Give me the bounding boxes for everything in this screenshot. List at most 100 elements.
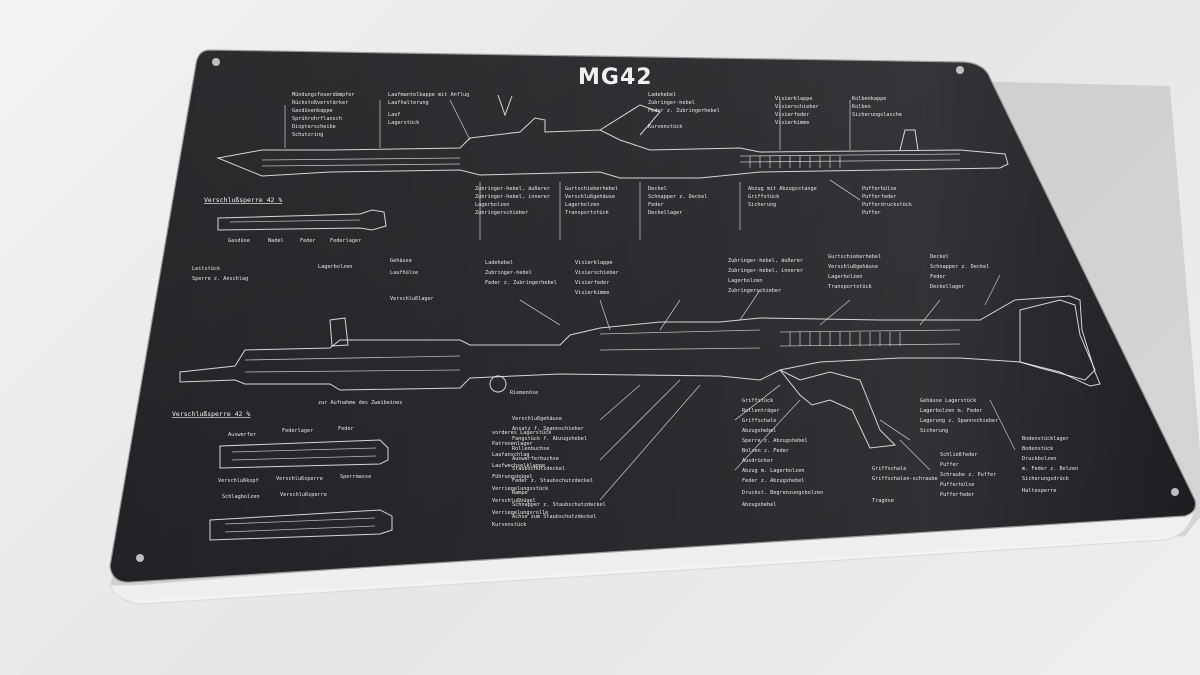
labels-lower-3: Griffstück Rollenträger Griffschale Abzu…: [742, 398, 823, 508]
svg-text:Abzug mit Abzugsstange: Abzug mit Abzugsstange: [748, 186, 817, 192]
svg-text:Verschlußgehäuse: Verschlußgehäuse: [512, 416, 562, 422]
main-gun-blueprint: [179, 295, 1101, 449]
svg-text:Verschlußbügel: Verschlußbügel: [492, 498, 536, 504]
svg-text:Feder: Feder: [338, 426, 354, 432]
svg-text:Schraube z. Puffer: Schraube z. Puffer: [940, 472, 996, 478]
svg-text:Feder z. Abzugshebel: Feder z. Abzugshebel: [742, 478, 804, 484]
svg-text:Schnapper z. Deckel: Schnapper z. Deckel: [930, 264, 989, 270]
svg-text:Verschlußgehäuse: Verschlußgehäuse: [828, 264, 878, 270]
svg-text:Visierklappe: Visierklappe: [575, 260, 612, 266]
svg-text:Gasdüse: Gasdüse: [228, 238, 250, 244]
svg-text:Schlagbolzen: Schlagbolzen: [222, 494, 259, 500]
svg-text:Feder z. Staubschutzdeckel: Feder z. Staubschutzdeckel: [512, 478, 593, 484]
svg-text:Griffstück: Griffstück: [742, 398, 774, 404]
svg-text:vorderes Lagerstück: vorderes Lagerstück: [492, 430, 552, 436]
svg-text:Puffer: Puffer: [862, 210, 881, 216]
svg-text:Kolbenkappe: Kolbenkappe: [852, 96, 886, 102]
svg-text:Federlager: Federlager: [330, 238, 361, 244]
svg-text:Griffstück: Griffstück: [748, 194, 780, 200]
labels-top-under-2: Gurtschieberhebel Verschlußgehäuse Lager…: [565, 186, 618, 216]
svg-text:zur Aufnahme des Zweibeines: zur Aufnahme des Zweibeines: [318, 400, 402, 406]
labels-top-under-1: Zubringer-hebel, äußerer Zubringer-hebel…: [475, 186, 550, 216]
svg-text:Visierklappe: Visierklappe: [775, 96, 812, 102]
svg-text:Ladehebel: Ladehebel: [648, 92, 676, 98]
svg-text:Ansatz f. Spannschieber: Ansatz f. Spannschieber: [512, 426, 584, 432]
section-verschluss-top: Verschlußsperre 42 %: [204, 196, 282, 204]
svg-text:Pufferdruckstück: Pufferdruckstück: [862, 202, 913, 208]
labels-lower-2: vorderes Lagerstück Patronenlager Laufan…: [492, 430, 552, 528]
svg-text:Pufferhülse: Pufferhülse: [862, 186, 896, 192]
mount-hole: [136, 554, 144, 562]
svg-text:Deckellager: Deckellager: [930, 284, 964, 290]
svg-text:Kurvenstück: Kurvenstück: [648, 124, 683, 130]
svg-text:Transportstück: Transportstück: [565, 210, 610, 216]
svg-text:Schnapper z. Deckel: Schnapper z. Deckel: [648, 194, 707, 200]
labels-top-under-5: Pufferhülse Pufferfeder Pufferdruckstück…: [862, 186, 913, 216]
svg-text:Haltesperre: Haltesperre: [1022, 488, 1056, 494]
svg-text:Rollenträger: Rollenträger: [742, 408, 779, 414]
svg-text:Laufanschlag: Laufanschlag: [492, 452, 529, 458]
labels-top-3: Ladehebel Zubringer-hebel Feder z. Zubri…: [648, 92, 720, 130]
svg-text:Zubringerschieber: Zubringerschieber: [728, 288, 781, 294]
svg-text:Schnapper z. Staubschutzdeckel: Schnapper z. Staubschutzdeckel: [512, 502, 606, 508]
svg-text:Verschlußgehäuse: Verschlußgehäuse: [565, 194, 615, 200]
section-riemen-label: Riemenöse: [510, 390, 538, 396]
svg-text:Mündungsfeuerdämpfer: Mündungsfeuerdämpfer: [292, 92, 354, 98]
svg-text:Schutzring: Schutzring: [292, 132, 323, 138]
svg-text:Sperre z. Abzugshebel: Sperre z. Abzugshebel: [742, 438, 808, 444]
svg-text:Ladehebel: Ladehebel: [485, 260, 513, 266]
svg-text:Sicherungslasche: Sicherungslasche: [852, 112, 902, 118]
svg-text:Verriegelungsstück: Verriegelungsstück: [492, 486, 549, 492]
svg-text:Sperre z. Anschlag: Sperre z. Anschlag: [192, 276, 248, 282]
svg-text:Lagerbolzen: Lagerbolzen: [565, 202, 599, 208]
labels-top-under-4: Abzug mit Abzugsstange Griffstück Sicher…: [748, 186, 817, 208]
svg-text:Zubringer-hebel, äußerer: Zubringer-hebel, äußerer: [728, 258, 803, 264]
svg-text:Druckst. Begrenzungsbolzen: Druckst. Begrenzungsbolzen: [742, 490, 823, 496]
svg-text:Rampe: Rampe: [512, 490, 528, 496]
svg-text:Laufmantelkappe mit Anflug: Laufmantelkappe mit Anflug: [388, 92, 469, 98]
svg-text:Schließfeder: Schließfeder: [940, 452, 977, 458]
svg-text:Abzug m. Lagerbolzen: Abzug m. Lagerbolzen: [742, 468, 804, 474]
svg-text:Feder: Feder: [930, 274, 946, 280]
svg-text:Kurvenstück: Kurvenstück: [492, 522, 527, 528]
lower-leaders: [599, 379, 1016, 501]
svg-text:Lagerbolzen: Lagerbolzen: [318, 264, 352, 270]
svg-text:Verschlußlager: Verschlußlager: [390, 296, 434, 302]
svg-text:Puffer: Puffer: [940, 462, 959, 468]
svg-text:Feder: Feder: [300, 238, 316, 244]
svg-text:Lagerbolzen: Lagerbolzen: [828, 274, 862, 280]
labels-top-2: Laufmantelkappe mit Anflug Laufhalterung…: [388, 92, 469, 126]
svg-text:Verschlußkopf: Verschlußkopf: [218, 478, 259, 484]
labels-lower-1: Verschlußgehäuse Ansatz f. Spannschieber…: [512, 416, 606, 520]
svg-text:Deckellager: Deckellager: [648, 210, 682, 216]
svg-text:Visierkimme: Visierkimme: [775, 120, 809, 126]
svg-text:Verschlußsperre: Verschlußsperre: [276, 476, 323, 482]
svg-text:Deckel: Deckel: [648, 186, 667, 192]
svg-text:Riemenöse: Riemenöse: [510, 390, 538, 396]
svg-text:Lauf: Lauf: [388, 112, 401, 118]
svg-text:Verriegelungsrolle: Verriegelungsrolle: [492, 510, 548, 516]
svg-text:Fangstück f. Abzugshebel: Fangstück f. Abzugshebel: [512, 436, 587, 442]
svg-text:Bolzen z. Feder: Bolzen z. Feder: [742, 448, 789, 454]
svg-text:Lagerstück: Lagerstück: [388, 120, 420, 126]
svg-text:Lagerung z. Spannschieber: Lagerung z. Spannschieber: [920, 418, 998, 424]
svg-text:Griffschale: Griffschale: [742, 418, 776, 424]
svg-text:Verschlußsperre: Verschlußsperre: [280, 492, 327, 498]
svg-text:Nadel: Nadel: [268, 238, 284, 244]
barrel-blueprint: [216, 94, 1009, 179]
svg-text:Zubringerschieber: Zubringerschieber: [475, 210, 528, 216]
svg-text:Tragöse: Tragöse: [872, 498, 894, 504]
svg-text:Sicherungsdrück: Sicherungsdrück: [1022, 476, 1070, 482]
svg-text:Sperrmasse: Sperrmasse: [340, 474, 371, 480]
labels-top-4: Visierklappe Visierschieber Visierfeder …: [775, 96, 819, 126]
svg-text:Bodenstücklager: Bodenstücklager: [1022, 436, 1069, 442]
svg-text:Feder: Feder: [648, 202, 664, 208]
labels-left-mid: Leitstück Sperre z. Anschlag Lagerbolzen…: [192, 258, 434, 302]
svg-text:m. Feder z. Bolzen: m. Feder z. Bolzen: [1022, 466, 1078, 472]
svg-text:Bodenstück: Bodenstück: [1022, 446, 1054, 452]
svg-text:Zubringer-hebel, innerer: Zubringer-hebel, innerer: [475, 194, 550, 200]
svg-text:Druckbolzen: Druckbolzen: [1022, 456, 1056, 462]
svg-text:Gehäuse: Gehäuse: [390, 258, 412, 264]
labels-lower-5: Gehäuse Lagerstück Lagerbolzen m. Feder …: [920, 398, 998, 434]
